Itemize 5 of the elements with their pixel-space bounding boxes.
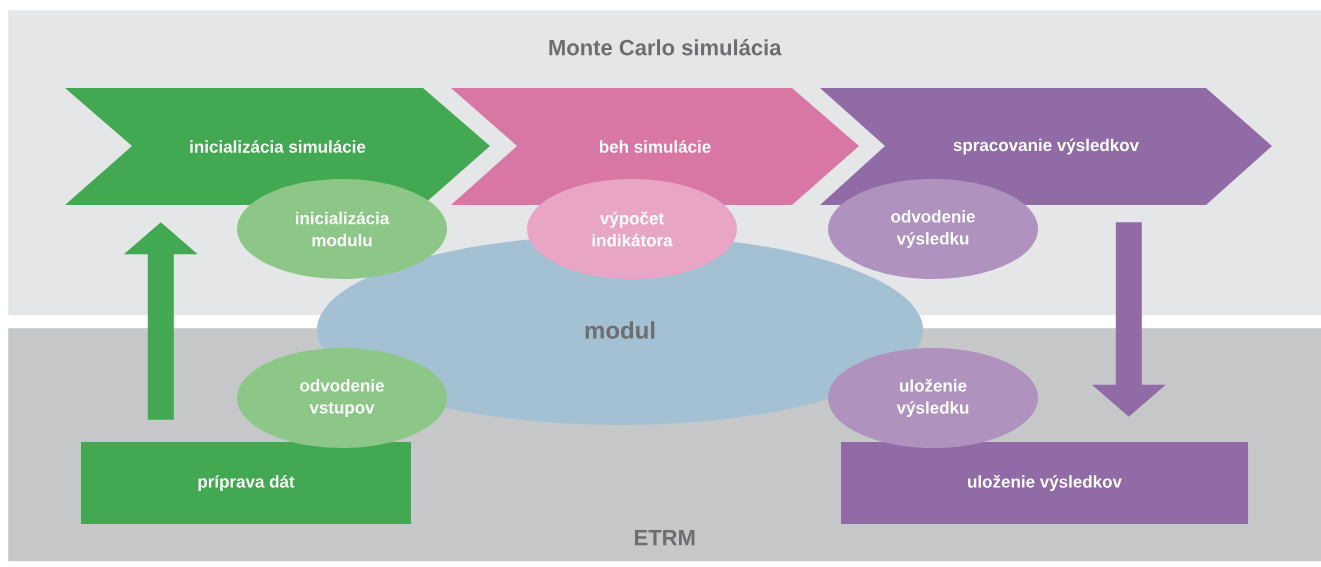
process-step: inicializácia simulácie xyxy=(65,88,490,205)
process-box: uloženie výsledkov xyxy=(841,442,1248,524)
process-step: spracovanie výsledkov xyxy=(820,88,1272,205)
process-step: beh simulácie xyxy=(451,88,859,205)
process-box: príprava dát xyxy=(81,442,411,524)
